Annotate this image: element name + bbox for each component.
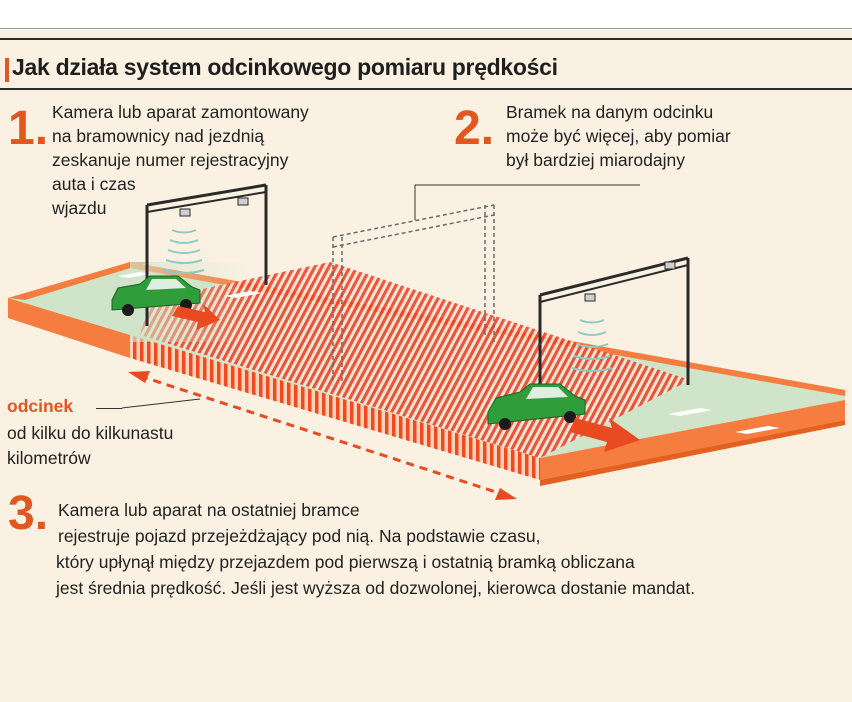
camera-beam-last <box>571 319 613 372</box>
segment-description: od kilku do kilkunastu kilometrów <box>7 421 173 471</box>
step-1-line: na bramownicy nad jezdnią <box>52 126 265 146</box>
step-2-text: Bramek na danym odcinku może być więcej,… <box>506 100 731 172</box>
camera-beam-first <box>163 229 205 274</box>
road-surface <box>8 262 845 486</box>
step-2-line: Bramek na danym odcinku <box>506 102 714 122</box>
step-2-line: był bardziej miarodajny <box>506 150 685 170</box>
step-3-line: Kamera lub aparat na ostatniej bramce <box>58 500 360 520</box>
gantry-last <box>538 256 690 418</box>
segment-line: kilometrów <box>7 448 91 468</box>
page-title: Jak działa system odcinkowego pomiaru pr… <box>12 54 558 80</box>
segment-label-rule <box>96 408 122 409</box>
step-2-line: może być więcej, aby pomiar <box>506 126 731 146</box>
arrow-last-car <box>570 418 640 452</box>
gantry-optional <box>332 184 640 384</box>
segment-leader <box>121 398 201 409</box>
step-3-text: Kamera lub aparat na ostatniej bramce re… <box>56 497 696 601</box>
step-3-line: który upłynął między przejazdem pod pier… <box>56 552 635 572</box>
step-2-number: 2. <box>454 102 495 155</box>
arrow-first-car <box>172 304 220 330</box>
segment-length-arrow <box>128 371 517 500</box>
step-1-line: wjazdu <box>52 198 107 218</box>
step-1-line: zeskanuje numer rejestracyjny <box>52 150 289 170</box>
step-3-line: jest średnia prędkość. Jeśli jest wyższa… <box>56 578 696 598</box>
step-1-number: 1. <box>8 102 49 155</box>
segment-label: odcinek <box>7 396 74 416</box>
top-rule <box>0 28 852 29</box>
title-underline <box>0 88 852 90</box>
title-accent-bar <box>5 58 9 82</box>
car-first <box>111 275 201 316</box>
step-1-line: auta i czas <box>52 174 136 194</box>
step-1-text: Kamera lub aparat zamontowany na bramown… <box>52 100 309 220</box>
top-strip <box>0 0 852 30</box>
step-3-line: rejestruje pojazd przejeżdżający pod nią… <box>58 526 541 546</box>
step-3-number: 3. <box>8 487 49 540</box>
step-1-line: Kamera lub aparat zamontowany <box>52 102 309 122</box>
car-last <box>487 383 586 430</box>
segment-line: od kilku do kilkunastu <box>7 423 174 443</box>
header-line <box>0 38 852 40</box>
